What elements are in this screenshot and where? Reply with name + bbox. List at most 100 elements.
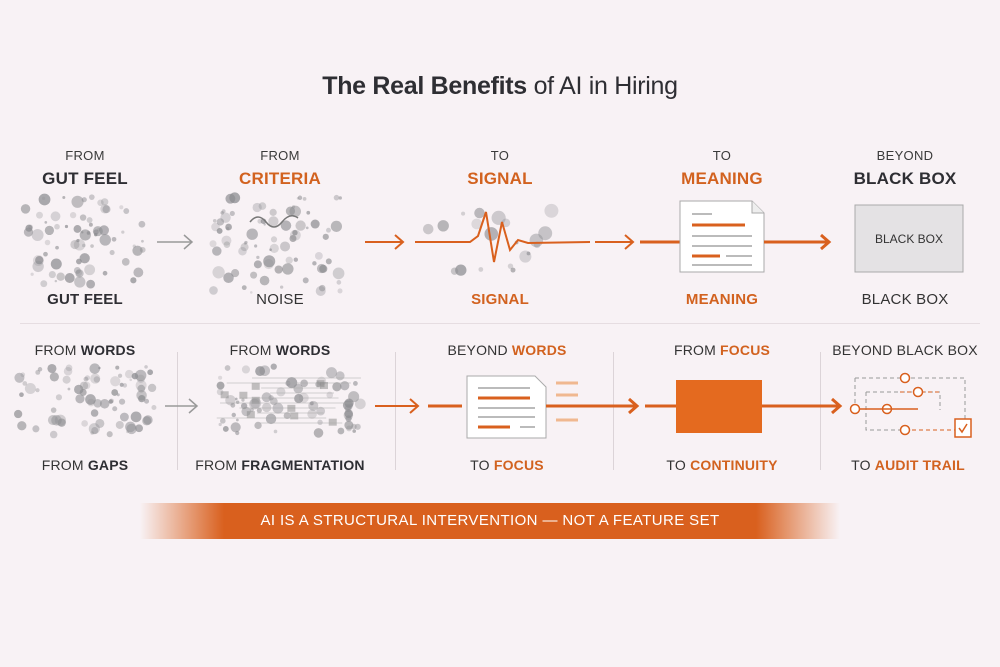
dot-cloud-icon — [139, 246, 146, 253]
dot-cloud-icon — [85, 394, 96, 405]
noisy-dots-icon — [238, 246, 247, 256]
black-box-icon — [854, 204, 964, 273]
fragment-dots-icon — [249, 407, 254, 412]
transition-keyword: FRAGMENTATION — [241, 457, 365, 473]
faint-noise-icon — [474, 207, 485, 219]
dot-cloud-icon — [125, 421, 136, 433]
fragment-dots-icon — [234, 397, 238, 401]
faint-noise-icon — [510, 267, 516, 273]
focus-block-icon — [676, 380, 762, 433]
fragment-dots-icon — [254, 421, 262, 430]
dot-cloud-icon — [65, 364, 73, 372]
dot-cloud-icon — [122, 383, 128, 388]
arrow-orange-head — [394, 234, 405, 250]
noisy-dots-icon — [295, 220, 306, 231]
dot-cloud-icon — [88, 222, 93, 227]
stage-caption: MEANING — [685, 291, 759, 308]
transition-keyword: WORDS — [511, 342, 567, 358]
fragment-dots-icon — [293, 383, 304, 394]
noisy-dots-icon — [289, 234, 297, 242]
noisy-dots-icon — [225, 193, 236, 204]
transition-caption: TO FOCUS — [407, 457, 607, 473]
dot-cloud-icon — [17, 421, 27, 431]
dot-cloud-icon — [67, 387, 71, 391]
faint-noise-icon — [422, 223, 434, 235]
dot-cloud-icon — [55, 394, 63, 401]
fragment-block-icon — [290, 412, 299, 420]
dot-cloud-icon — [70, 239, 80, 250]
transition-keyword: GAPS — [87, 457, 129, 473]
dot-cloud-icon — [38, 193, 51, 206]
dot-cloud-icon — [115, 365, 120, 370]
dot-cloud-icon — [141, 239, 144, 243]
noisy-dots-icon — [209, 240, 217, 248]
dot-cloud-icon — [95, 418, 105, 429]
fragment-dots-icon — [337, 427, 345, 435]
dot-cloud-icon — [47, 415, 59, 426]
dot-cloud-icon — [57, 418, 66, 427]
audit-path-icon — [900, 391, 955, 431]
faint-noise-icon — [437, 220, 449, 232]
noisy-dots-icon — [280, 285, 284, 289]
fragment-dots-icon — [218, 375, 223, 380]
fragment-dots-icon — [294, 393, 304, 404]
checkmark-box-icon — [954, 418, 972, 438]
dot-cloud-icon — [75, 269, 84, 278]
faint-noise-icon — [484, 227, 499, 241]
dot-cloud-icon — [84, 264, 96, 276]
dot-cloud-icon — [132, 245, 143, 256]
dot-cloud-icon — [36, 211, 43, 219]
dot-cloud-icon — [44, 225, 55, 236]
dot-cloud-icon — [130, 411, 142, 423]
dot-cloud-icon — [91, 427, 99, 434]
fragment-dots-icon — [256, 407, 262, 413]
dot-cloud-icon — [111, 236, 117, 242]
dot-cloud-icon — [144, 398, 150, 404]
fragment-dots-icon — [262, 402, 272, 413]
noisy-dots-icon — [297, 195, 303, 200]
fragment-dots-icon — [261, 392, 272, 403]
dot-cloud-icon — [99, 225, 109, 236]
noisy-dots-icon — [302, 277, 309, 284]
noisy-dots-icon — [325, 258, 332, 265]
dot-cloud-icon — [99, 234, 111, 246]
noisy-dots-icon — [269, 248, 272, 251]
fragment-block-icon — [246, 411, 255, 419]
fragment-dots-icon — [231, 412, 236, 418]
dot-cloud-icon — [93, 399, 102, 408]
fragment-dots-icon — [283, 412, 291, 420]
faint-noise-icon — [461, 211, 466, 216]
fragment-dots-icon — [265, 413, 277, 425]
fragment-dots-icon — [354, 423, 361, 430]
noisy-dots-icon — [223, 241, 231, 248]
faint-noise-icon — [507, 263, 514, 269]
dot-cloud-icon — [25, 224, 33, 232]
dot-cloud-icon — [144, 365, 148, 369]
dot-cloud-icon — [69, 211, 77, 219]
transition-prefix: TO — [666, 457, 691, 473]
dot-cloud-icon — [37, 367, 43, 372]
transition-keyword: FOCUS — [720, 342, 771, 358]
dot-cloud-icon — [50, 258, 62, 270]
dot-cloud-icon — [94, 233, 98, 237]
fragment-dots-icon — [353, 381, 358, 386]
stage-prefix: FROM — [260, 148, 300, 163]
dot-cloud-icon — [73, 239, 86, 251]
dot-cloud-icon — [126, 430, 129, 434]
dot-cloud-icon — [84, 375, 91, 381]
page-title: The Real Benefits of AI in Hiring — [0, 72, 1000, 101]
dot-cloud-icon — [119, 412, 129, 422]
dot-cloud-icon — [64, 273, 75, 283]
dot-cloud-icon — [81, 420, 88, 427]
noisy-dots-icon — [216, 218, 225, 226]
noisy-dots-icon — [250, 291, 253, 294]
dot-cloud-icon — [121, 258, 130, 266]
fragment-dots-icon — [313, 428, 324, 438]
stage-prefix: TO — [490, 148, 510, 163]
transition-keyword: WORDS — [275, 342, 331, 358]
faint-noise-icon — [491, 210, 506, 225]
fragment-dots-icon — [230, 402, 236, 408]
